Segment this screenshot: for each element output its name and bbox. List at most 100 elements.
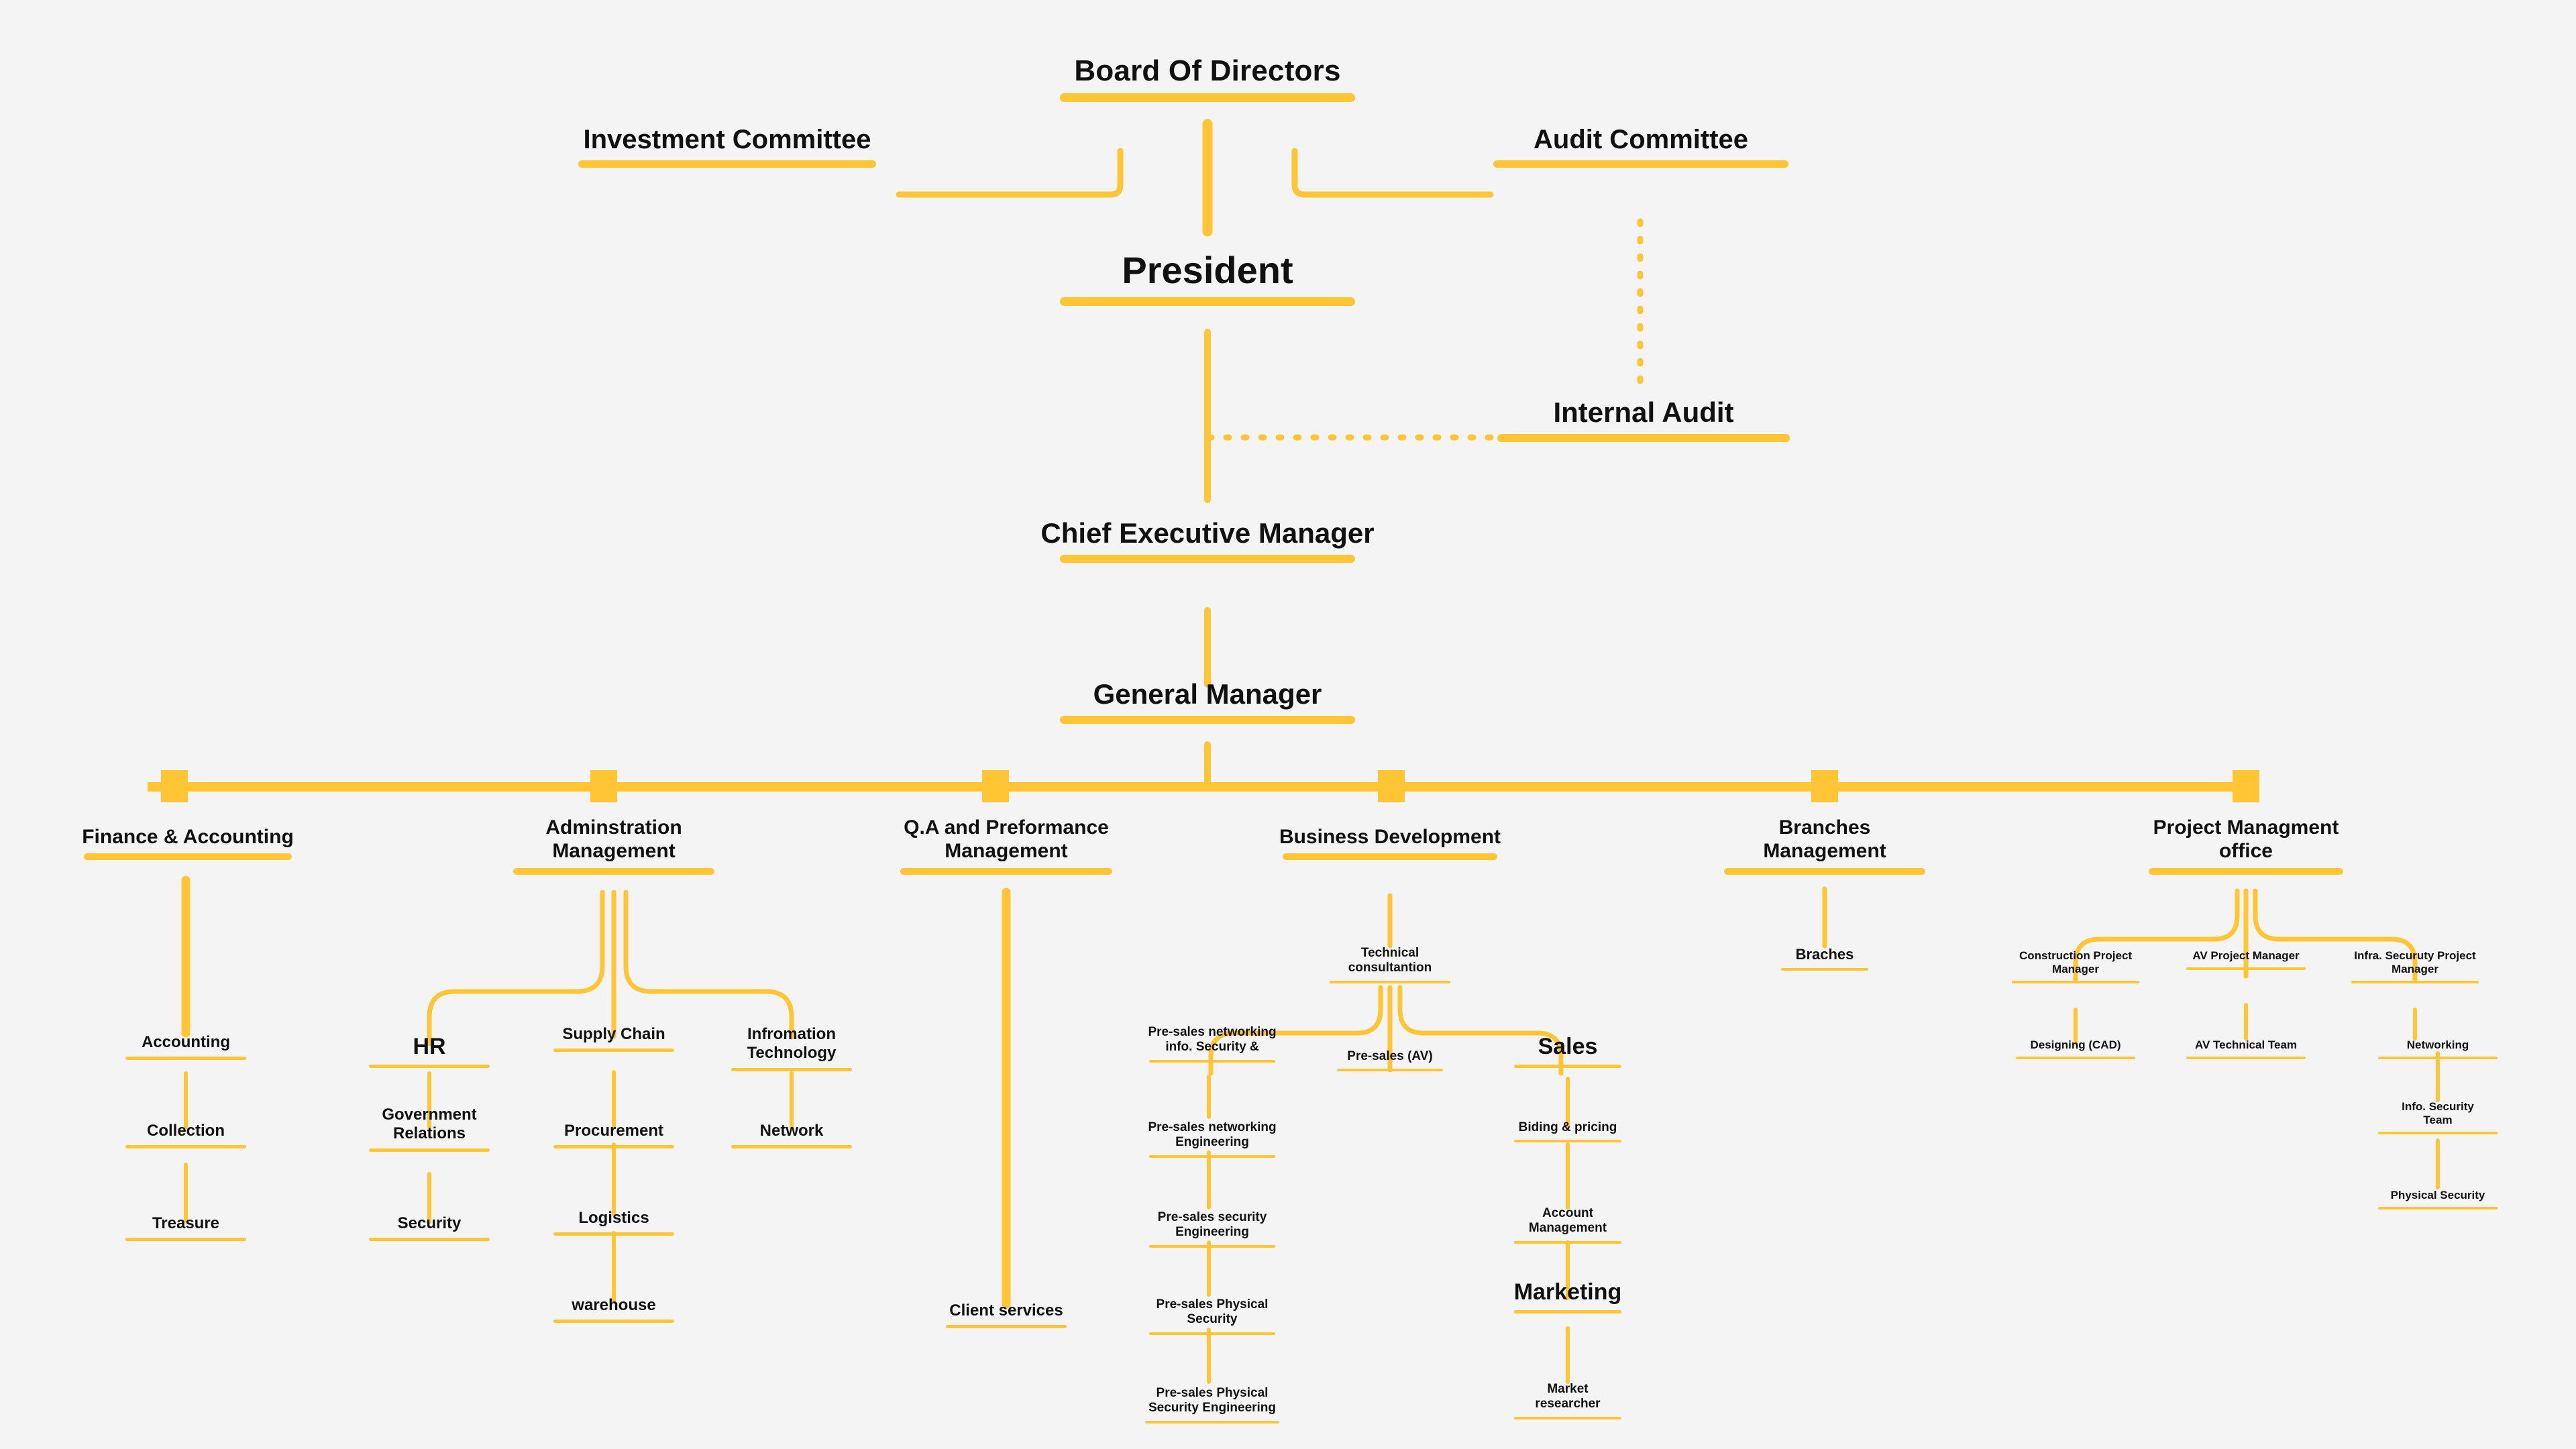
node-president[interactable]: President (1055, 248, 1360, 307)
node-label: Accounting (142, 1033, 230, 1051)
node-label: Pre-sales networking info. Security & (1148, 1025, 1277, 1055)
node-supply-chain[interactable]: Supply Chain (533, 1025, 694, 1053)
node-underline (1149, 1332, 1275, 1335)
node-label: Adminstration Management (545, 816, 682, 863)
node-underline (946, 1325, 1067, 1329)
node-project-management-office[interactable]: Project Managment office (2125, 816, 2367, 875)
node-branches-management[interactable]: Branches Management (1704, 816, 1945, 875)
node-general-manager[interactable]: General Manager (1055, 678, 1360, 724)
node-av-technical-team[interactable]: AV Technical Team (2179, 1038, 2313, 1060)
node-presales-networking-infosec[interactable]: Pre-sales networking info. Security & (1135, 1025, 1289, 1063)
node-warehouse[interactable]: warehouse (533, 1296, 694, 1324)
bus-connector-business-development (1378, 770, 1405, 802)
node-underline (2186, 967, 2306, 971)
node-label: Government Relations (382, 1106, 477, 1143)
node-underline (84, 853, 292, 861)
node-underline (1149, 1059, 1275, 1063)
node-underline (369, 1065, 490, 1069)
node-designing-cad[interactable]: Designing (CAD) (2008, 1038, 2143, 1060)
node-administration-management[interactable]: Adminstration Management (470, 816, 758, 875)
node-underline (1514, 1140, 1621, 1143)
node-information-technology[interactable]: Infromation Technology (711, 1025, 872, 1071)
node-label: Marketing (1513, 1279, 1622, 1305)
node-label: General Manager (1093, 678, 1322, 710)
node-underline (1337, 1069, 1443, 1072)
node-label: Client services (949, 1301, 1063, 1320)
node-label: Collection (146, 1122, 225, 1140)
node-braches[interactable]: Braches (1764, 946, 1885, 971)
node-investment-committee[interactable]: Investment Committee (555, 124, 899, 168)
node-government-relations[interactable]: Government Relations (349, 1106, 510, 1152)
node-label: Logistics (578, 1209, 649, 1227)
node-underline (1514, 1065, 1621, 1069)
node-finance-accounting[interactable]: Finance & Accounting (40, 825, 335, 861)
node-accounting[interactable]: Accounting (105, 1033, 266, 1061)
node-account-management[interactable]: Account Management (1501, 1206, 1635, 1244)
node-procurement[interactable]: Procurement (533, 1122, 694, 1149)
node-presales-networking-engineering[interactable]: Pre-sales networking Engineering (1135, 1120, 1289, 1158)
node-internal-audit[interactable]: Internal Audit (1496, 396, 1791, 442)
node-label: Network (759, 1122, 824, 1140)
node-label: Market researcher (1535, 1382, 1601, 1411)
node-audit-committee[interactable]: Audit Committee (1491, 124, 1791, 168)
node-underline (1497, 433, 1790, 442)
node-hr[interactable]: HR (349, 1033, 510, 1069)
node-label: President (1122, 249, 1293, 291)
node-network[interactable]: Network (711, 1122, 872, 1149)
node-underline (900, 867, 1112, 875)
node-underline (2378, 1132, 2498, 1135)
node-collection[interactable]: Collection (105, 1122, 266, 1149)
node-business-development[interactable]: Business Development (1242, 825, 1538, 861)
node-qa-performance-management[interactable]: Q.A and Preformance Management (865, 816, 1147, 875)
node-label: Pre-sales security Engineering (1157, 1210, 1267, 1240)
node-label: Pre-sales Physical Security Engineering (1148, 1386, 1277, 1415)
node-board-of-directors[interactable]: Board Of Directors (1055, 54, 1360, 102)
node-underline (1149, 1155, 1275, 1158)
node-underline (1781, 967, 1868, 971)
node-underline (2012, 981, 2139, 984)
node-underline (731, 1067, 852, 1071)
node-underline (1514, 1310, 1621, 1314)
node-av-project-manager[interactable]: AV Project Manager (2179, 949, 2313, 971)
node-label: Account Management (1528, 1206, 1607, 1236)
node-treasure[interactable]: Treasure (105, 1214, 266, 1242)
node-chief-executive-manager[interactable]: Chief Executive Manager (1014, 517, 1401, 563)
node-label: Pre-sales (AV) (1347, 1049, 1433, 1063)
node-underline (369, 1148, 490, 1152)
node-presales-security-engineering[interactable]: Pre-sales security Engineering (1135, 1210, 1289, 1248)
node-label: Braches (1795, 946, 1854, 963)
node-label: Supply Chain (562, 1025, 665, 1043)
node-sales[interactable]: Sales (1501, 1033, 1635, 1069)
node-label: Sales (1538, 1034, 1598, 1059)
node-underline (1514, 1416, 1621, 1419)
node-underline (369, 1238, 490, 1242)
node-presales-physical-security[interactable]: Pre-sales Physical Security (1135, 1297, 1289, 1335)
node-technical-consultation[interactable]: Technical consultantion (1316, 946, 1464, 983)
node-underline (1514, 1240, 1621, 1244)
bus-connector-finance (161, 770, 188, 802)
node-presales-physical-security-engineering[interactable]: Pre-sales Physical Security Engineering (1135, 1386, 1289, 1424)
node-underline (1724, 867, 1925, 875)
node-label: Info. Security Team (2402, 1100, 2474, 1127)
distribution-bus-bar (148, 782, 2247, 792)
node-construction-project-manager[interactable]: Construction Project Manager (2008, 949, 2143, 984)
node-underline (1060, 297, 1355, 307)
node-client-services[interactable]: Client services (926, 1301, 1087, 1329)
node-networking[interactable]: Networking (2371, 1038, 2505, 1060)
node-market-researcher[interactable]: Market researcher (1501, 1382, 1635, 1419)
node-underline (513, 867, 714, 875)
node-biding-pricing[interactable]: Biding & pricing (1501, 1120, 1635, 1143)
node-presales-av[interactable]: Pre-sales (AV) (1323, 1049, 1457, 1072)
node-label: HR (413, 1034, 446, 1059)
node-logistics[interactable]: Logistics (533, 1209, 694, 1236)
node-label: warehouse (572, 1296, 656, 1314)
node-info-security-team[interactable]: Info. Security Team (2371, 1100, 2505, 1135)
node-physical-security[interactable]: Physical Security (2371, 1189, 2505, 1210)
node-security[interactable]: Security (349, 1214, 510, 1242)
node-infra-security-project-manager[interactable]: Infra. Securuty Project Manager (2348, 949, 2482, 984)
node-label: Board Of Directors (1074, 54, 1341, 87)
node-label: Designing (CAD) (2030, 1038, 2121, 1051)
node-marketing[interactable]: Marketing (1501, 1279, 1635, 1314)
node-underline (553, 1232, 674, 1236)
